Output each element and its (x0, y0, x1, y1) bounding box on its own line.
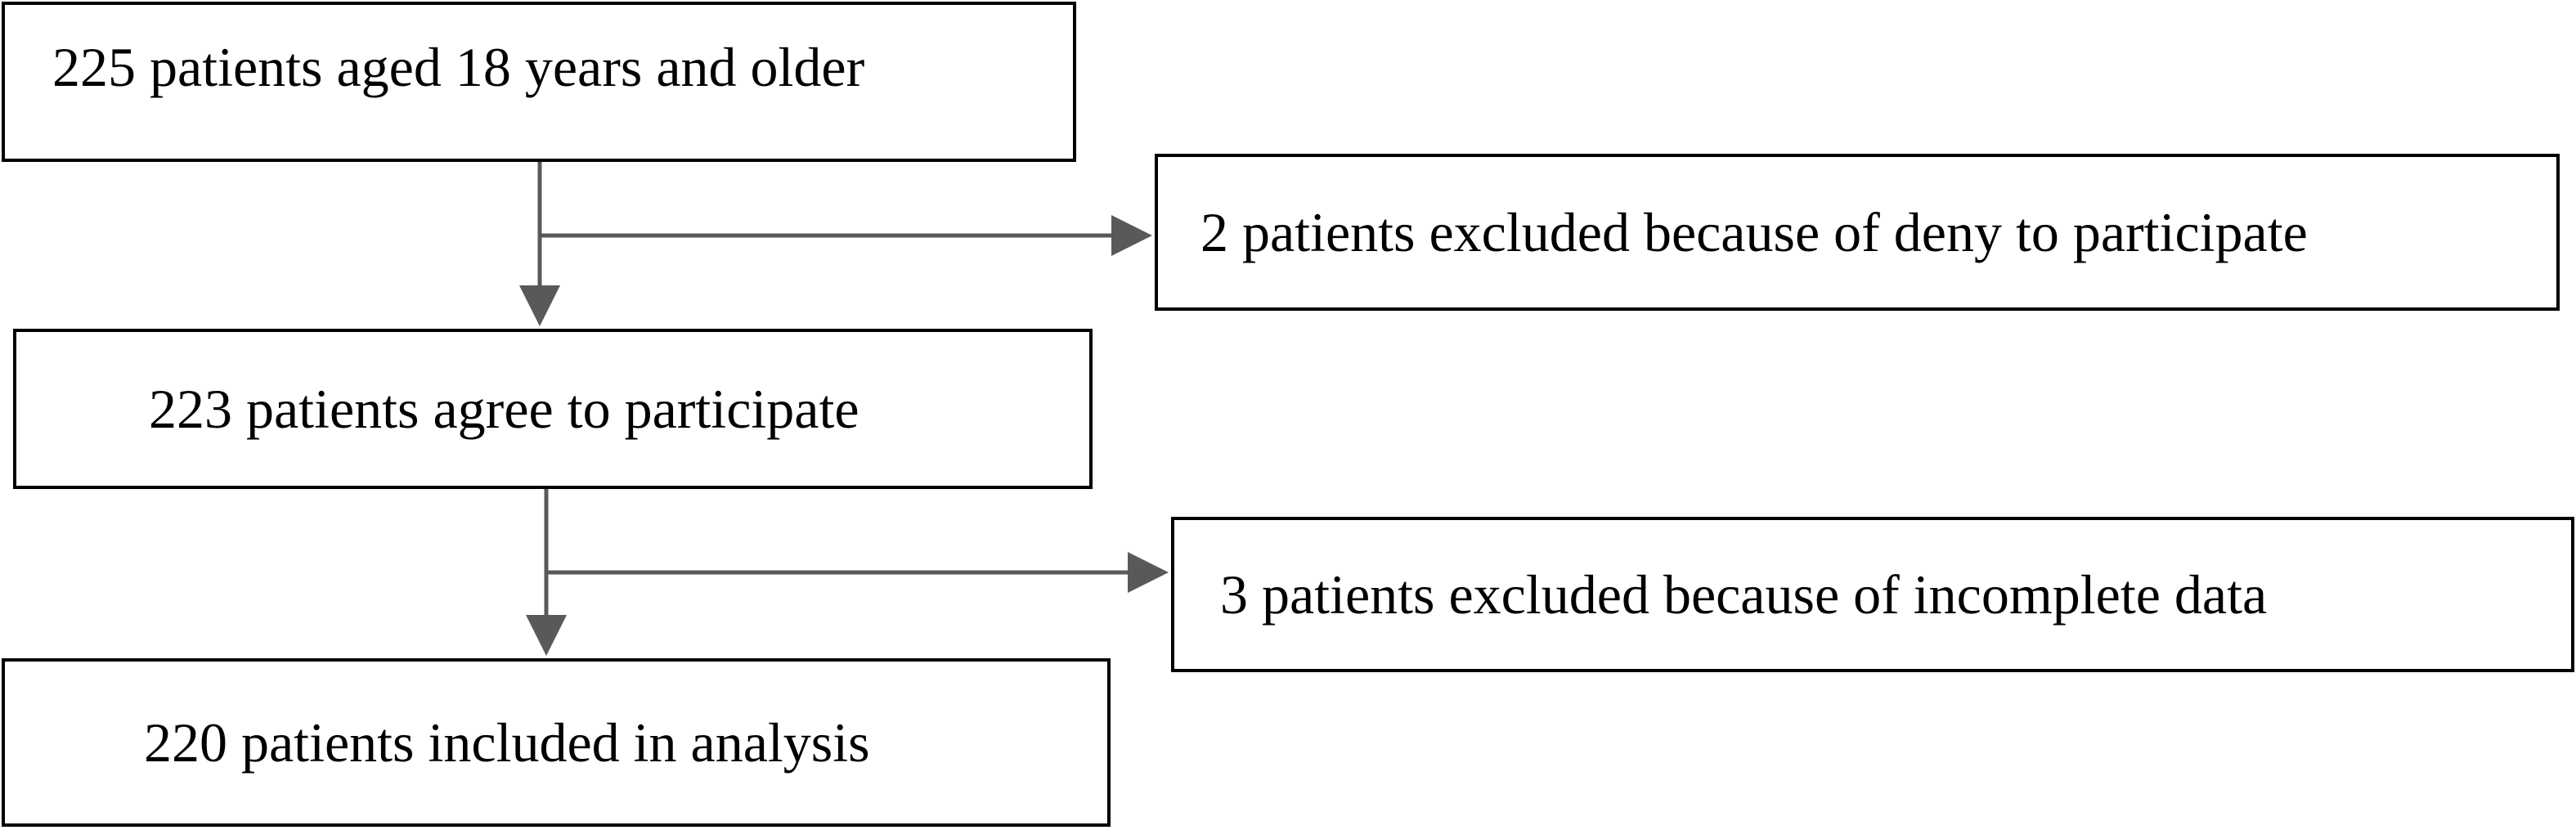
box-analyzed-patients: 220 patients included in analysis (2, 658, 1111, 827)
box-exclusion-declined-label: 2 patients excluded because of deny to p… (1200, 201, 2308, 263)
box-eligible-patients: 225 patients aged 18 years and older (2, 2, 1076, 162)
box-exclusion-declined: 2 patients excluded because of deny to p… (1155, 154, 2560, 311)
box-exclusion-incomplete: 3 patients excluded because of incomplet… (1171, 517, 2574, 672)
box-analyzed-patients-label: 220 patients included in analysis (144, 711, 870, 774)
box-agreed-patients: 223 patients agree to participate (13, 329, 1093, 489)
box-exclusion-incomplete-label: 3 patients excluded because of incomplet… (1220, 563, 2268, 626)
box-agreed-patients-label: 223 patients agree to participate (149, 378, 859, 440)
box-eligible-patients-label: 225 patients aged 18 years and older (52, 36, 865, 98)
